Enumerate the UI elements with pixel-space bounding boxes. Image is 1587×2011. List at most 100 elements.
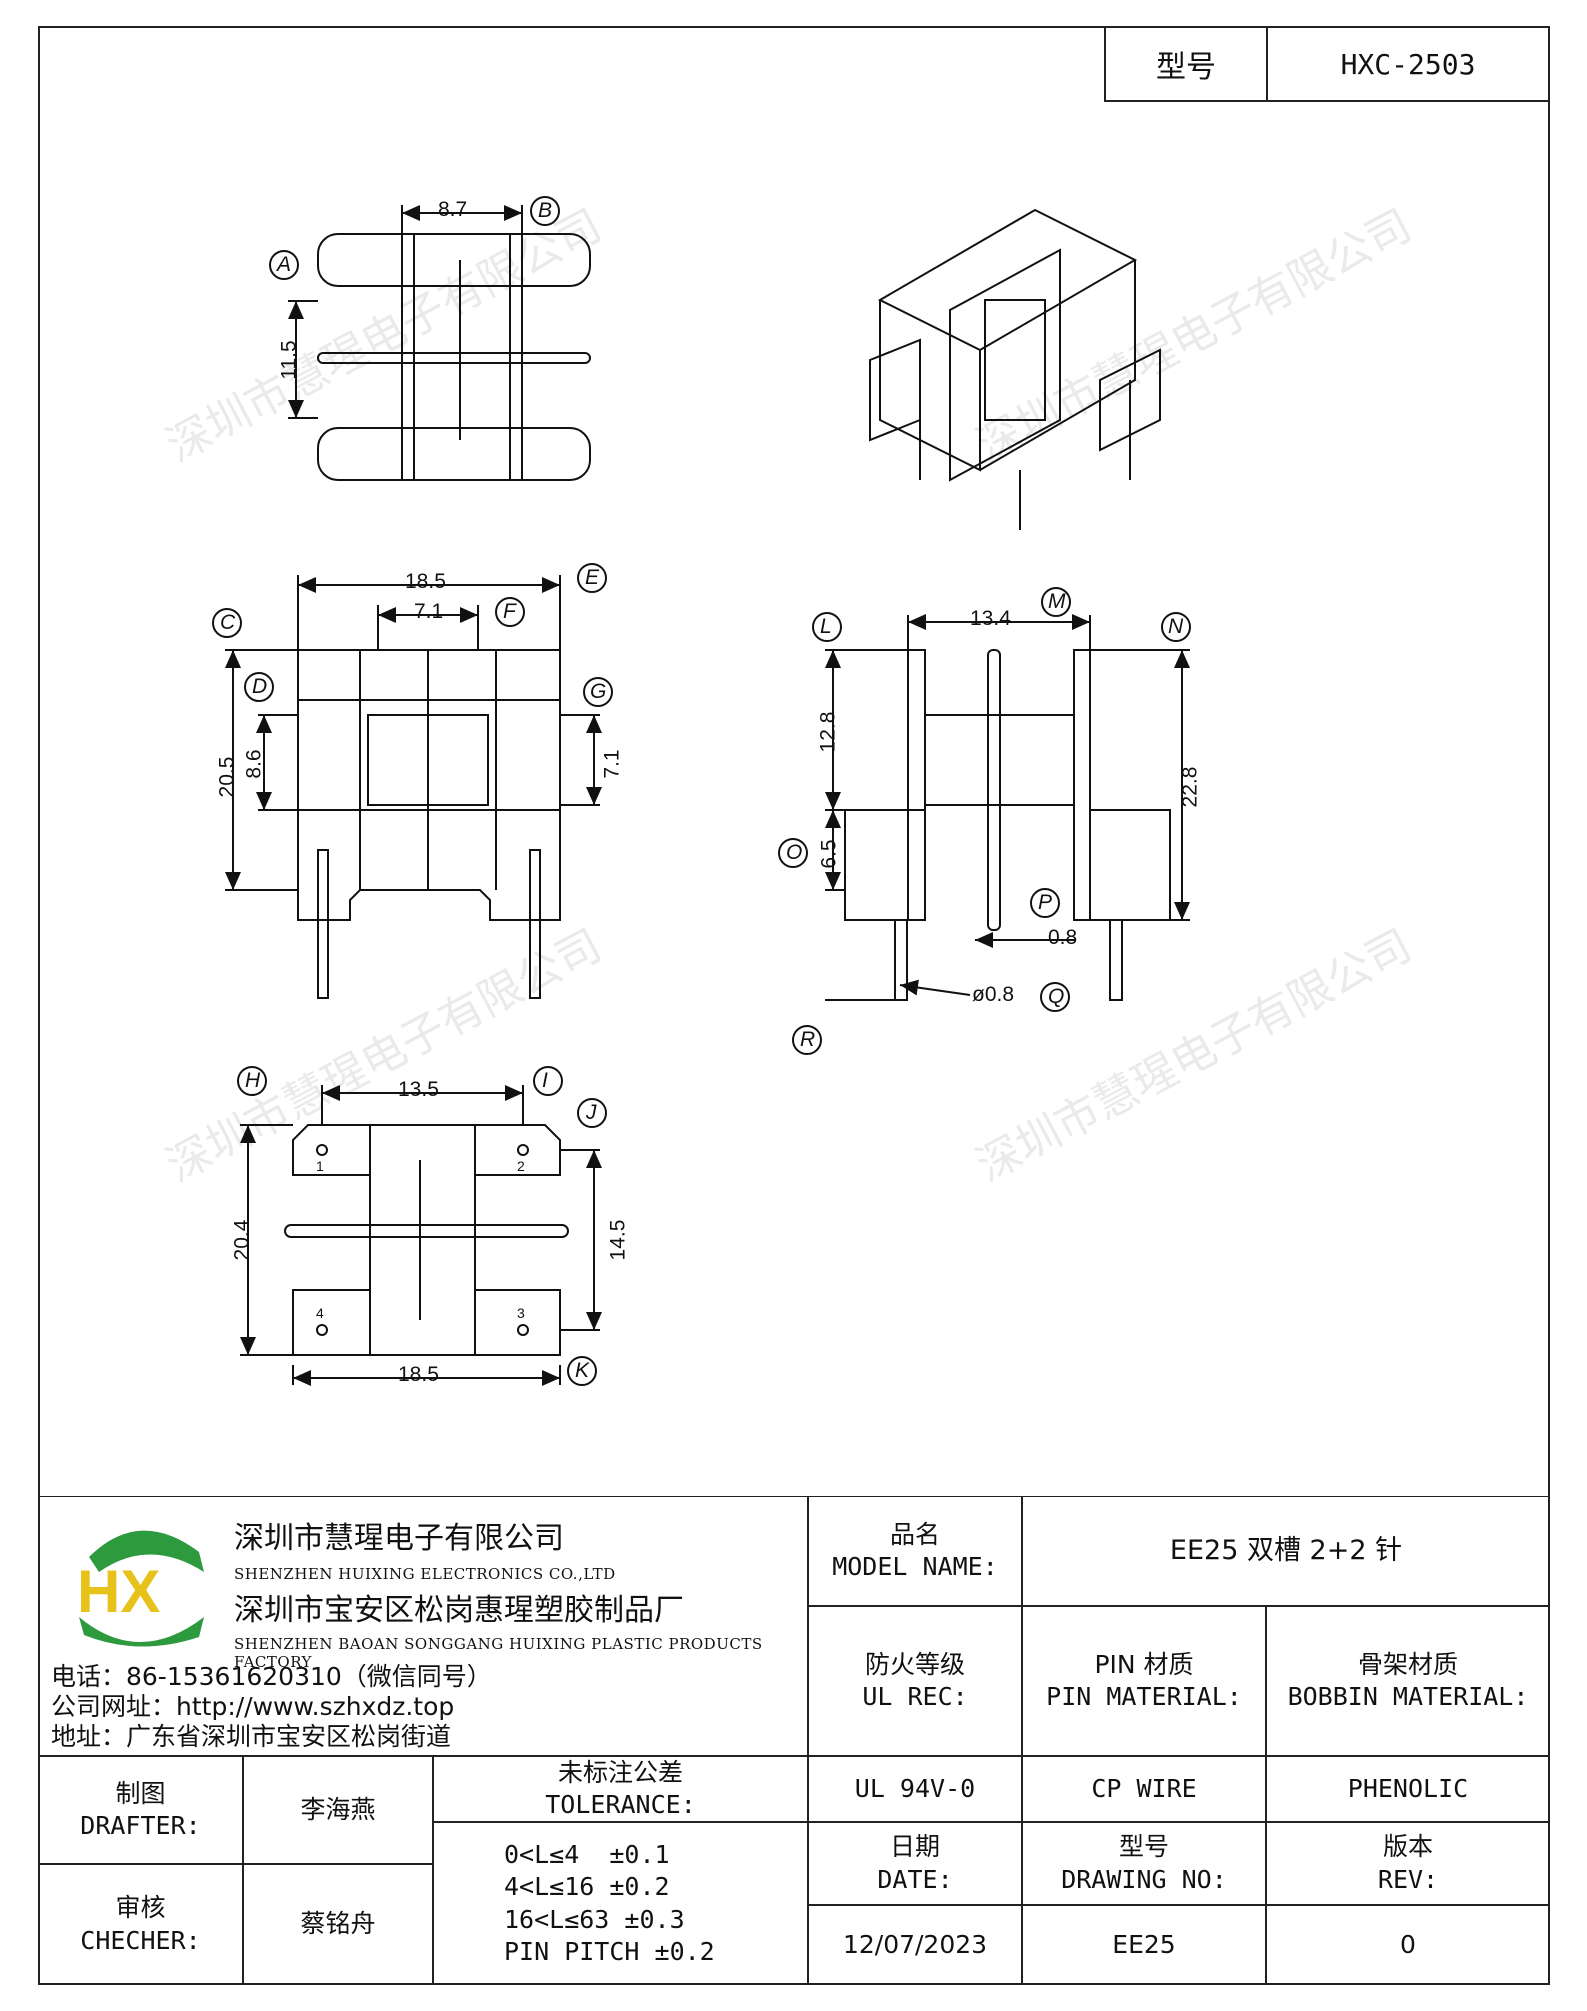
bobbin-material-label: 骨架材质 BOBBIN MATERIAL: (1266, 1606, 1550, 1756)
date-value: 12/07/2023 (808, 1905, 1022, 1985)
rev-en: REV: (1377, 1864, 1439, 1894)
callout-label: D (252, 675, 268, 698)
ul-label: 防火等级 UL REC: (808, 1606, 1022, 1756)
company-name-en: SHENZHEN HUIXING ELECTRONICS CO.,LTD (234, 1565, 616, 1583)
side-view (778, 587, 1191, 1055)
callout-label: K (575, 1359, 590, 1382)
callout-label: A (277, 253, 292, 276)
dim-label: 7.1 (414, 600, 444, 623)
company-name-cn: 深圳市慧瑆电子有限公司 (234, 1521, 564, 1556)
callout-label: R (800, 1028, 816, 1051)
drawing-no-label: 型号 DRAWING NO: (1022, 1822, 1266, 1905)
company-logo: HX (77, 1530, 204, 1647)
callout-label: J (586, 1101, 597, 1124)
factory-name-cn: 深圳市宝安区松岗惠瑆塑胶制品厂 (234, 1593, 684, 1628)
model-header: 型号 HXC-2503 (1104, 26, 1550, 102)
rev-label: 版本 REV: (1266, 1822, 1550, 1905)
factory-name-en: SHENZHEN BAOAN SONGGANG HUIXING PLASTIC … (234, 1635, 763, 1671)
dim-label: 20.4 (230, 1219, 254, 1261)
dim-label: 18.5 (405, 570, 446, 593)
callout-label: G (590, 680, 607, 703)
date-label: 日期 DATE: (808, 1822, 1022, 1905)
checker-name: 蔡铭舟 (243, 1864, 433, 1985)
pin-label: 1 (316, 1158, 324, 1174)
pin-cn: PIN 材质 (1094, 1649, 1194, 1679)
pin-label: 2 (517, 1158, 525, 1174)
dim-label: 18.5 (398, 1363, 439, 1386)
tolerance-line: 0<L≤4 ±0.1 (504, 1839, 670, 1869)
dim-label: 11.5 (277, 340, 301, 380)
drawing-cn: 型号 (1118, 1832, 1169, 1861)
dim-label: 22.8 (1178, 766, 1202, 808)
ul-value: UL 94V-0 (808, 1756, 1022, 1822)
dim-label: 13.5 (398, 1078, 439, 1101)
tolerance-en: TOLERANCE: (545, 1790, 696, 1819)
drafter-cn: 制图 (115, 1778, 166, 1808)
company-address: 地址：广东省深圳市宝安区松岗街道 (51, 1722, 452, 1751)
top-view (269, 196, 591, 481)
model-value: HXC-2503 (1340, 47, 1476, 81)
dim-label: 14.5 (606, 1219, 630, 1261)
checker-label: 审核 CHECHER: (38, 1864, 243, 1985)
callout-label: B (538, 199, 553, 222)
date-cn: 日期 (889, 1832, 940, 1861)
bobbin-en: BOBBIN MATERIAL: (1287, 1682, 1529, 1711)
dim-label: 8.7 (438, 198, 468, 221)
dim-label: 12.8 (816, 711, 840, 753)
callout-label: E (585, 566, 600, 589)
ul-en: UL REC: (862, 1682, 968, 1711)
company-phone: 电话：86-15361620310（微信同号） (51, 1662, 492, 1691)
pin-label: 4 (316, 1305, 324, 1321)
dim-label: 6.5 (817, 839, 841, 869)
drafter-label: 制图 DRAFTER: (38, 1756, 243, 1864)
date-en: DATE: (877, 1864, 953, 1894)
callout-label: F (503, 600, 516, 623)
tolerance-line: 4<L≤16 ±0.2 (504, 1872, 670, 1901)
pin-material-value: CP WIRE (1022, 1756, 1266, 1822)
dim-label: 0.8 (1048, 926, 1078, 949)
model-name-cn: 品名 (889, 1519, 940, 1549)
callout-label: C (220, 611, 236, 634)
tolerance-label: 未标注公差 TOLERANCE: (433, 1756, 808, 1822)
callout-label: H (245, 1069, 261, 1092)
dim-label: 13.4 (970, 607, 1011, 630)
model-label: 型号 (1106, 28, 1268, 100)
callout-label: Q (1048, 985, 1065, 1008)
callout-label: I (542, 1069, 548, 1092)
callout-label: L (820, 615, 832, 638)
callout-label: M (1048, 590, 1066, 613)
bobbin-material-value: PHENOLIC (1266, 1756, 1550, 1822)
dim-label: 8.6 (242, 749, 266, 779)
checker-en: CHECHER: (80, 1925, 201, 1955)
drawing-no-value: EE25 (1022, 1905, 1266, 1985)
drafter-en: DRAFTER: (80, 1811, 201, 1840)
pin-material-label: PIN 材质 PIN MATERIAL: (1022, 1606, 1266, 1756)
dim-label: 20.5 (215, 756, 239, 798)
checker-cn: 审核 (115, 1893, 166, 1922)
drawing-en: DRAWING NO: (1061, 1864, 1227, 1894)
drafter-name: 李海燕 (243, 1756, 433, 1864)
pin-label: 3 (517, 1305, 525, 1321)
callout-label: P (1038, 891, 1053, 914)
model-name-label: 品名 MODEL NAME: (808, 1496, 1022, 1606)
rev-value: 0 (1266, 1905, 1550, 1985)
tolerance-values: 0<L≤4 ±0.1 4<L≤16 ±0.2 16<L≤63 ±0.3 PIN … (433, 1822, 808, 1985)
pin-en: PIN MATERIAL: (1046, 1682, 1242, 1711)
front-view (212, 563, 613, 999)
tolerance-line: PIN PITCH ±0.2 (504, 1937, 715, 1966)
rev-cn: 版本 (1382, 1832, 1433, 1861)
dim-label: ø0.8 (972, 983, 1015, 1006)
model-name-value: EE25 双槽 2+2 针 (1022, 1496, 1550, 1606)
iso-view (869, 208, 1161, 530)
bottom-view (237, 1066, 607, 1386)
ul-cn: 防火等级 (864, 1649, 965, 1679)
bobbin-cn: 骨架材质 (1357, 1649, 1458, 1679)
callout-label: N (1168, 615, 1184, 638)
callout-label: O (786, 841, 803, 864)
tolerance-cn: 未标注公差 (557, 1757, 683, 1787)
dim-label: 7.1 (600, 749, 624, 779)
title-block: HX 深圳市慧瑆电子有限公司 SHENZHEN HUIXING ELECTRON… (38, 1496, 1550, 1985)
tolerance-line: 16<L≤63 ±0.3 (504, 1904, 685, 1934)
logo-text: HX (77, 1558, 160, 1625)
